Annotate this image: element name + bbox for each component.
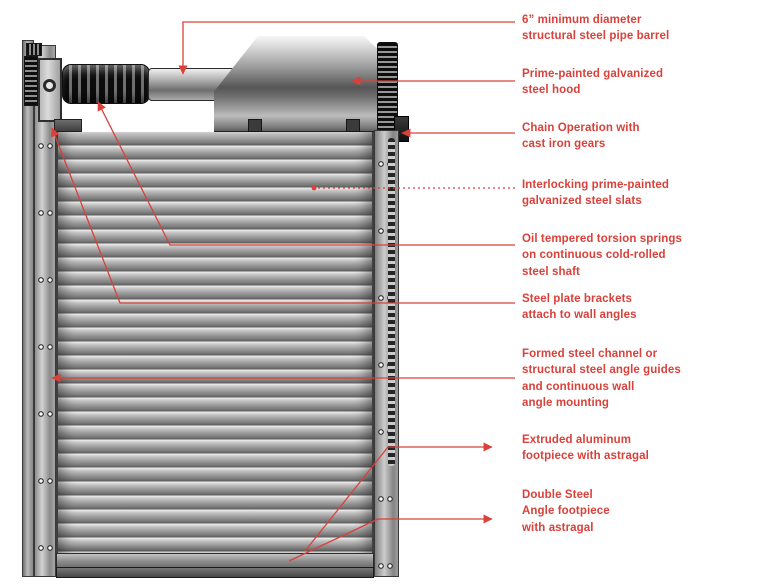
bracket-wall-angle [54,119,82,132]
steel-angle-footpiece [56,567,374,578]
left-guide-rail [34,45,56,577]
label-brackets: Steel plate brackets attach to wall angl… [522,293,637,322]
label-angle-footpiece: Double Steel Angle footpiece with astrag… [522,489,610,534]
label-aluminum-footpiece: Extruded aluminum footpiece with astraga… [522,434,649,463]
aluminum-footpiece [56,553,374,568]
hood-mount-left [248,119,262,132]
steel-plate-bracket [38,58,62,122]
hood-mount-right [346,119,360,132]
shaft-hub [43,79,56,92]
label-hood: Prime-painted galvanized steel hood [522,68,664,97]
label-slats: Interlocking prime-painted galvanized st… [522,179,670,208]
label-pipe-barrel: 6” minimum diameter structural steel pip… [522,14,670,43]
label-springs: Oil tempered torsion springs on continuo… [522,233,682,278]
left-wall-angle [22,40,34,577]
slat-curtain [56,132,374,553]
chain-hoist-gear [24,56,38,106]
hand-chain [388,138,395,466]
label-guides: Formed steel channel or structural steel… [522,348,681,409]
label-chain-operation: Chain Operation with cast iron gears [522,122,640,151]
steel-hood [214,36,377,132]
torsion-spring [62,64,150,104]
chain-keeper [26,43,42,56]
right-guide-rail [374,130,399,577]
